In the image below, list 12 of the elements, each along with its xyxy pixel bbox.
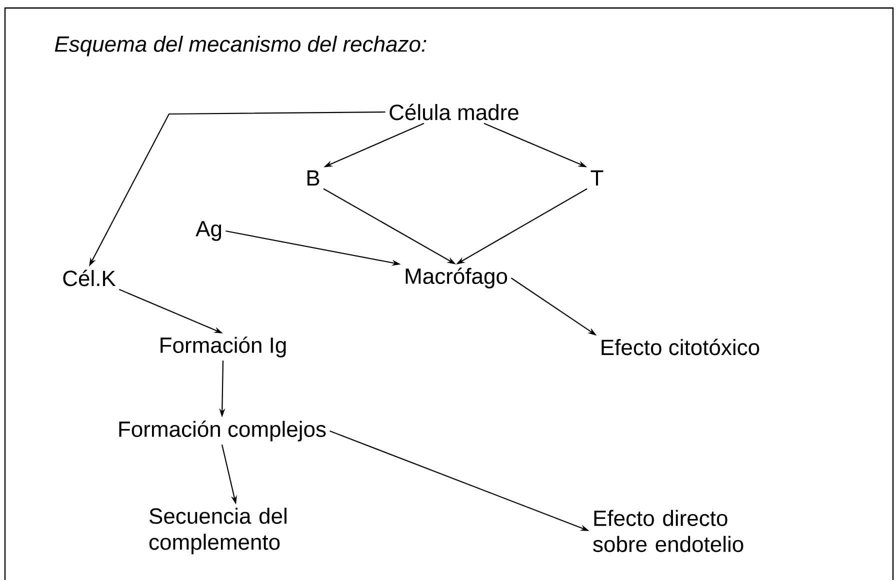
node-label: Formación Ig	[160, 336, 286, 358]
title: Esquema del mecanismo del rechazo:	[54, 36, 426, 56]
node-label: Efecto citotóxico	[602, 338, 760, 356]
node-label: Cél.K	[63, 270, 116, 286]
node-label: Formación complejos	[119, 420, 326, 442]
node-label: Célula madre	[390, 104, 518, 120]
node-label: T	[590, 170, 604, 186]
node-label: Macrófago	[406, 268, 508, 288]
node-label: Efecto directo sobre endotelio	[593, 510, 744, 552]
node-label: B	[307, 170, 320, 186]
node-label: Secuencia del complemento	[149, 508, 286, 554]
node-label: Ag	[196, 221, 222, 241]
